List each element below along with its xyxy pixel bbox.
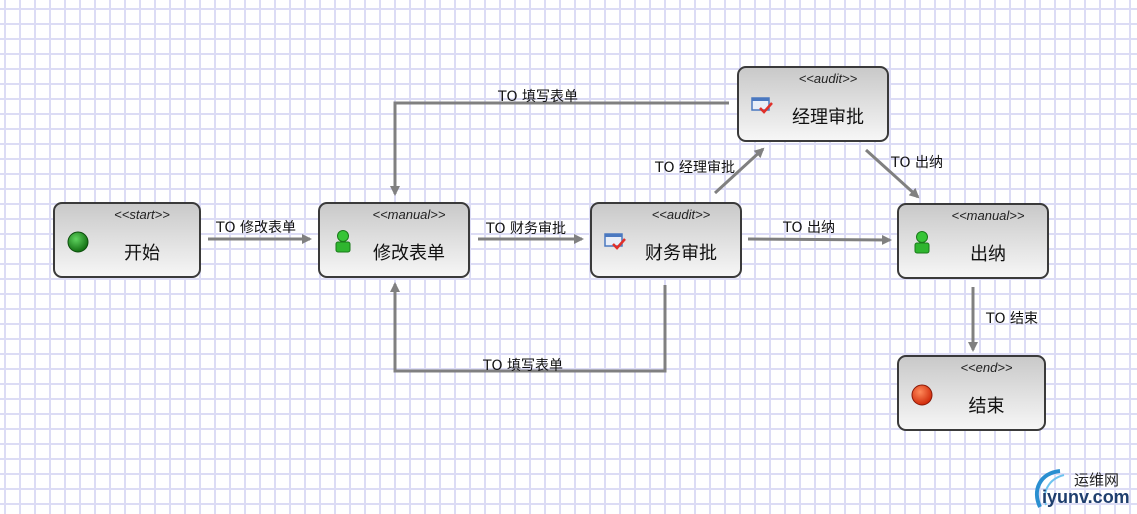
audit-check-icon xyxy=(604,233,626,250)
edge-manager-to-cashier[interactable] xyxy=(864,148,920,199)
node-cashier[interactable]: <<manual>> 出纳 xyxy=(897,203,1049,279)
node-stereotype: <<audit>> xyxy=(798,71,858,86)
node-stereotype: <<manual>> xyxy=(372,207,446,222)
node-label: 经理审批 xyxy=(792,107,864,128)
green-circle-icon xyxy=(67,231,89,253)
edge-label-to-modify: TO 修改表单 xyxy=(216,220,297,236)
node-label: 出纳 xyxy=(970,244,1006,265)
user-icon xyxy=(914,231,930,254)
edge-label-to-fill-form-top: TO 填写表单 xyxy=(498,89,579,105)
node-stereotype: <<end>> xyxy=(960,360,1013,375)
audit-check-icon xyxy=(751,97,773,114)
edge-finance-to-modify[interactable] xyxy=(390,282,667,373)
edge-label-to-finance: TO 财务审批 xyxy=(486,221,567,237)
edge-label-to-end: TO 结束 xyxy=(986,311,1039,327)
swirl-logo-icon xyxy=(1034,469,1065,508)
watermark-logo: 运维网 iyunv.com xyxy=(1030,465,1137,514)
node-stereotype: <<manual>> xyxy=(951,208,1025,223)
node-modify-form[interactable]: <<manual>> 修改表单 xyxy=(318,202,470,278)
edge-label-finance-to-cashier: TO 出纳 xyxy=(783,220,836,236)
edge-finance-to-cashier[interactable] xyxy=(747,234,892,245)
edge-finance-to-manager[interactable] xyxy=(713,147,765,195)
node-manager-approval[interactable]: <<audit>> 经理审批 xyxy=(737,66,889,142)
node-label: 开始 xyxy=(124,243,160,264)
red-circle-icon xyxy=(911,384,933,406)
edge-label-to-fill-form-bottom: TO 填写表单 xyxy=(483,358,564,374)
node-end[interactable]: <<end>> 结束 xyxy=(897,355,1046,431)
watermark-cn: 运维网 xyxy=(1074,471,1120,489)
node-finance-approval[interactable]: <<audit>> 财务审批 xyxy=(590,202,742,278)
edge-manager-to-modify[interactable] xyxy=(390,101,729,196)
node-start[interactable]: <<start>> 开始 xyxy=(53,202,201,278)
node-label: 财务审批 xyxy=(645,243,717,264)
node-label: 结束 xyxy=(968,396,1005,417)
watermark-en: iyunv.com xyxy=(1042,487,1130,507)
edge-label-to-manager: TO 经理审批 xyxy=(655,160,736,176)
node-stereotype: <<start>> xyxy=(114,207,170,222)
user-icon xyxy=(335,230,351,253)
edge-label-manager-to-cashier: TO 出纳 xyxy=(891,155,944,171)
node-stereotype: <<audit>> xyxy=(651,207,711,222)
node-label: 修改表单 xyxy=(373,243,445,264)
